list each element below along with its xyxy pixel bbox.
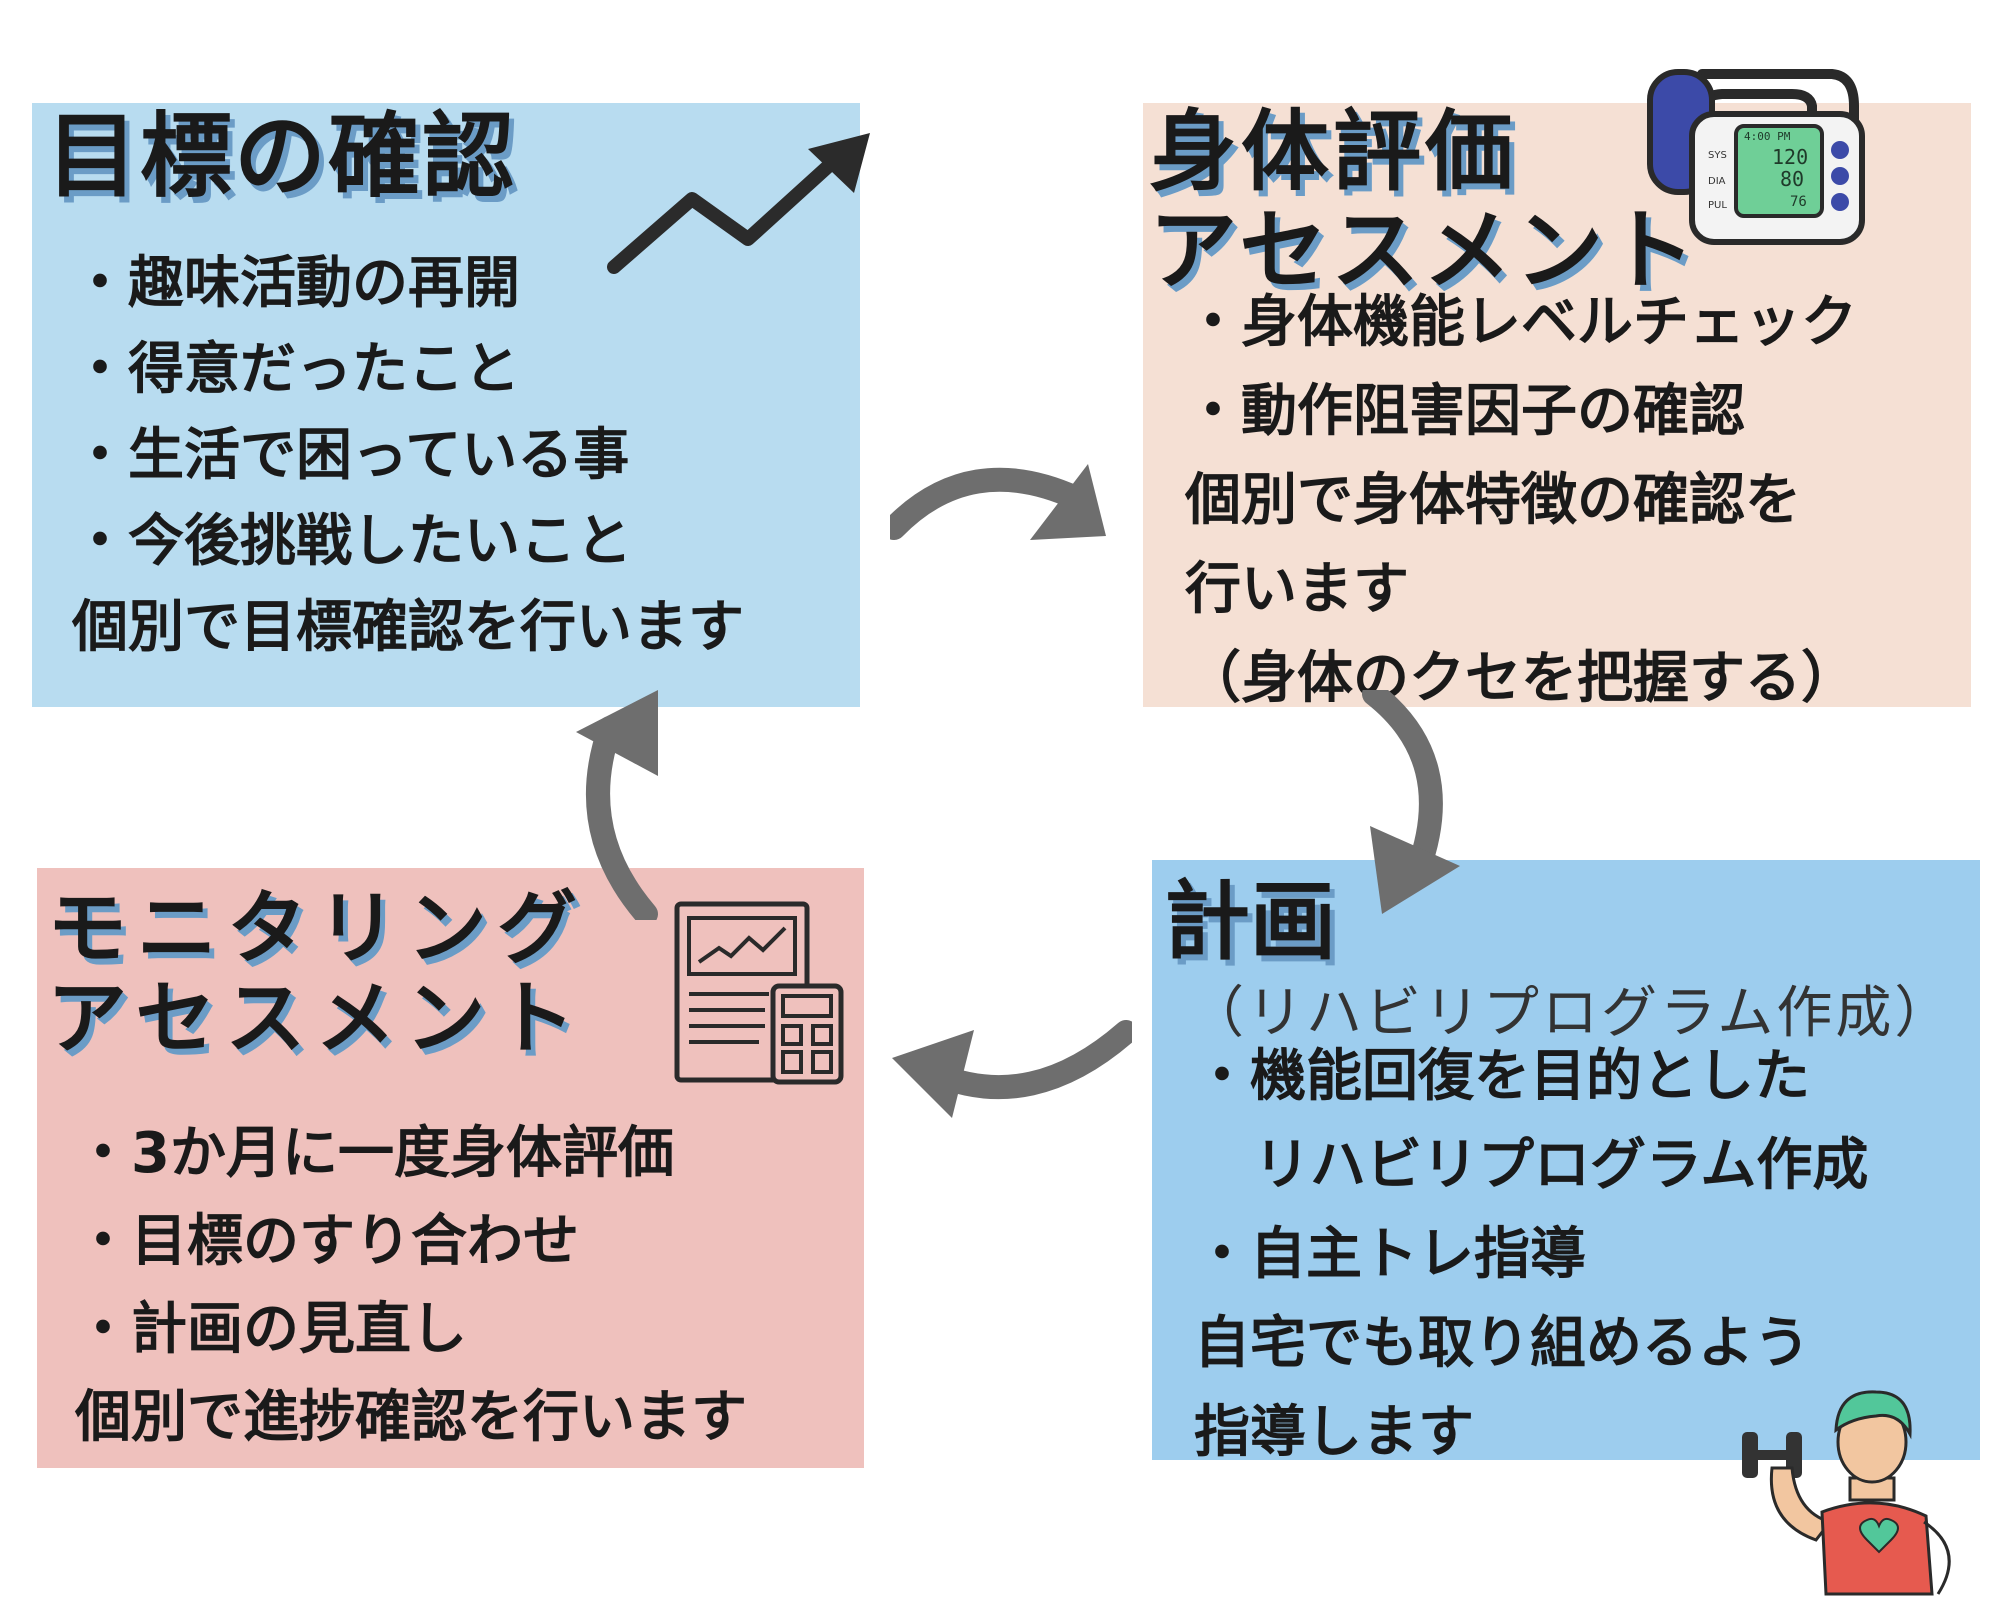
assessment-line-3: 個別で身体特徴の確認を	[1185, 468, 1801, 533]
monitoring-line-1: ・3か月に一度身体評価	[75, 1121, 674, 1186]
blood-pressure-monitor-icon: 4:00 PM 120 80 76 SYS DIA PUL	[1647, 69, 1865, 245]
plan-subtitle: （リハビリプログラム作成）	[1188, 981, 1954, 1046]
plan-line-3: ・自主トレ指導	[1194, 1222, 1586, 1287]
goal-line-4: ・今後挑戦したいこと	[72, 509, 632, 574]
assessment-list: ・身体機能レベルチェック ・動作阻害因子の確認 個別で身体特徴の確認を 行います…	[1185, 278, 1857, 723]
goal-list: ・趣味活動の再開 ・得意だったこと ・生活で困っている事 ・今後挑戦したいこと …	[72, 241, 744, 671]
report-calculator-icon	[674, 901, 844, 1085]
monitoring-title: モニタリング アセスメント	[47, 884, 587, 1063]
goal-line-3: ・生活で困っている事	[72, 423, 630, 488]
assessment-line-1: ・身体機能レベルチェック	[1185, 290, 1857, 355]
assessment-title-line-2: アセスメント	[1149, 198, 1700, 302]
monitoring-list: ・3か月に一度身体評価 ・目標のすり合わせ ・計画の見直し 個別で進捗確認を行い…	[75, 1110, 747, 1462]
bp-dia-value: 80	[1780, 167, 1804, 191]
plan-panel: 計画 （リハビリプログラム作成） ・機能回復を目的とした リハビリプログラム作成…	[1152, 860, 1980, 1465]
cycle-arrow-monitoring-to-goal	[576, 690, 658, 920]
bp-dia-label: DIA	[1708, 176, 1726, 187]
monitoring-line-2: ・目標のすり合わせ	[75, 1209, 579, 1274]
plan-line-5: 指導します	[1194, 1400, 1474, 1465]
cycle-arrow-assessment-to-plan	[1362, 690, 1460, 914]
goal-line-5: 個別で目標確認を行います	[72, 595, 744, 660]
cycle-arrow-plan-to-monitoring	[892, 1020, 1132, 1118]
monitoring-line-4: 個別で進捗確認を行います	[75, 1385, 747, 1450]
assessment-line-4: 行います	[1185, 557, 1409, 622]
monitoring-title-line-2: アセスメント	[47, 971, 586, 1065]
bp-pul-label: PUL	[1708, 200, 1727, 211]
plan-list: ・機能回復を目的とした リハビリプログラム作成 ・自主トレ指導 自宅でも取り組め…	[1194, 1032, 1868, 1477]
plan-line-1: ・機能回復を目的とした	[1194, 1044, 1810, 1109]
assessment-panel: 身体評価 アセスメント ・身体機能レベルチェック ・動作阻害因子の確認 個別で身…	[1143, 100, 1971, 711]
goal-line-2: ・得意だったこと	[72, 337, 520, 402]
goal-line-1: ・趣味活動の再開	[72, 251, 520, 316]
assessment-line-5: （身体のクセを把握する）	[1185, 646, 1857, 711]
monitoring-line-3: ・計画の見直し	[75, 1297, 467, 1362]
dumbbell-person-icon	[1742, 1390, 1951, 1596]
goal-title: 目標の確認	[46, 103, 517, 210]
goal-panel: 目標の確認 ・趣味活動の再開 ・得意だったこと ・生活で困っている事 ・今後挑戦…	[32, 103, 870, 707]
plan-line-4: 自宅でも取り組めるよう	[1194, 1311, 1810, 1376]
bp-time-text: 4:00 PM	[1744, 130, 1791, 143]
cycle-arrow-goal-to-assessment	[890, 464, 1106, 540]
trend-up-icon	[607, 133, 870, 274]
bp-sys-label: SYS	[1708, 150, 1727, 161]
assessment-title-line-1: 身体評価	[1149, 100, 1518, 203]
assessment-line-2: ・動作阻害因子の確認	[1185, 379, 1745, 444]
monitoring-panel: モニタリング アセスメント ・3か月に一度身体評価 ・目標のすり合わせ ・計画の…	[37, 868, 864, 1468]
plan-title: 計画	[1164, 872, 1336, 972]
plan-line-2: リハビリプログラム作成	[1254, 1133, 1869, 1198]
monitoring-title-line-1: モニタリング	[47, 882, 587, 975]
assessment-title: 身体評価 アセスメント	[1149, 100, 1700, 302]
plan-line-2-row: リハビリプログラム作成	[1194, 1121, 1868, 1210]
bp-sys-value: 120	[1772, 145, 1808, 169]
bp-pul-value: 76	[1790, 194, 1807, 210]
